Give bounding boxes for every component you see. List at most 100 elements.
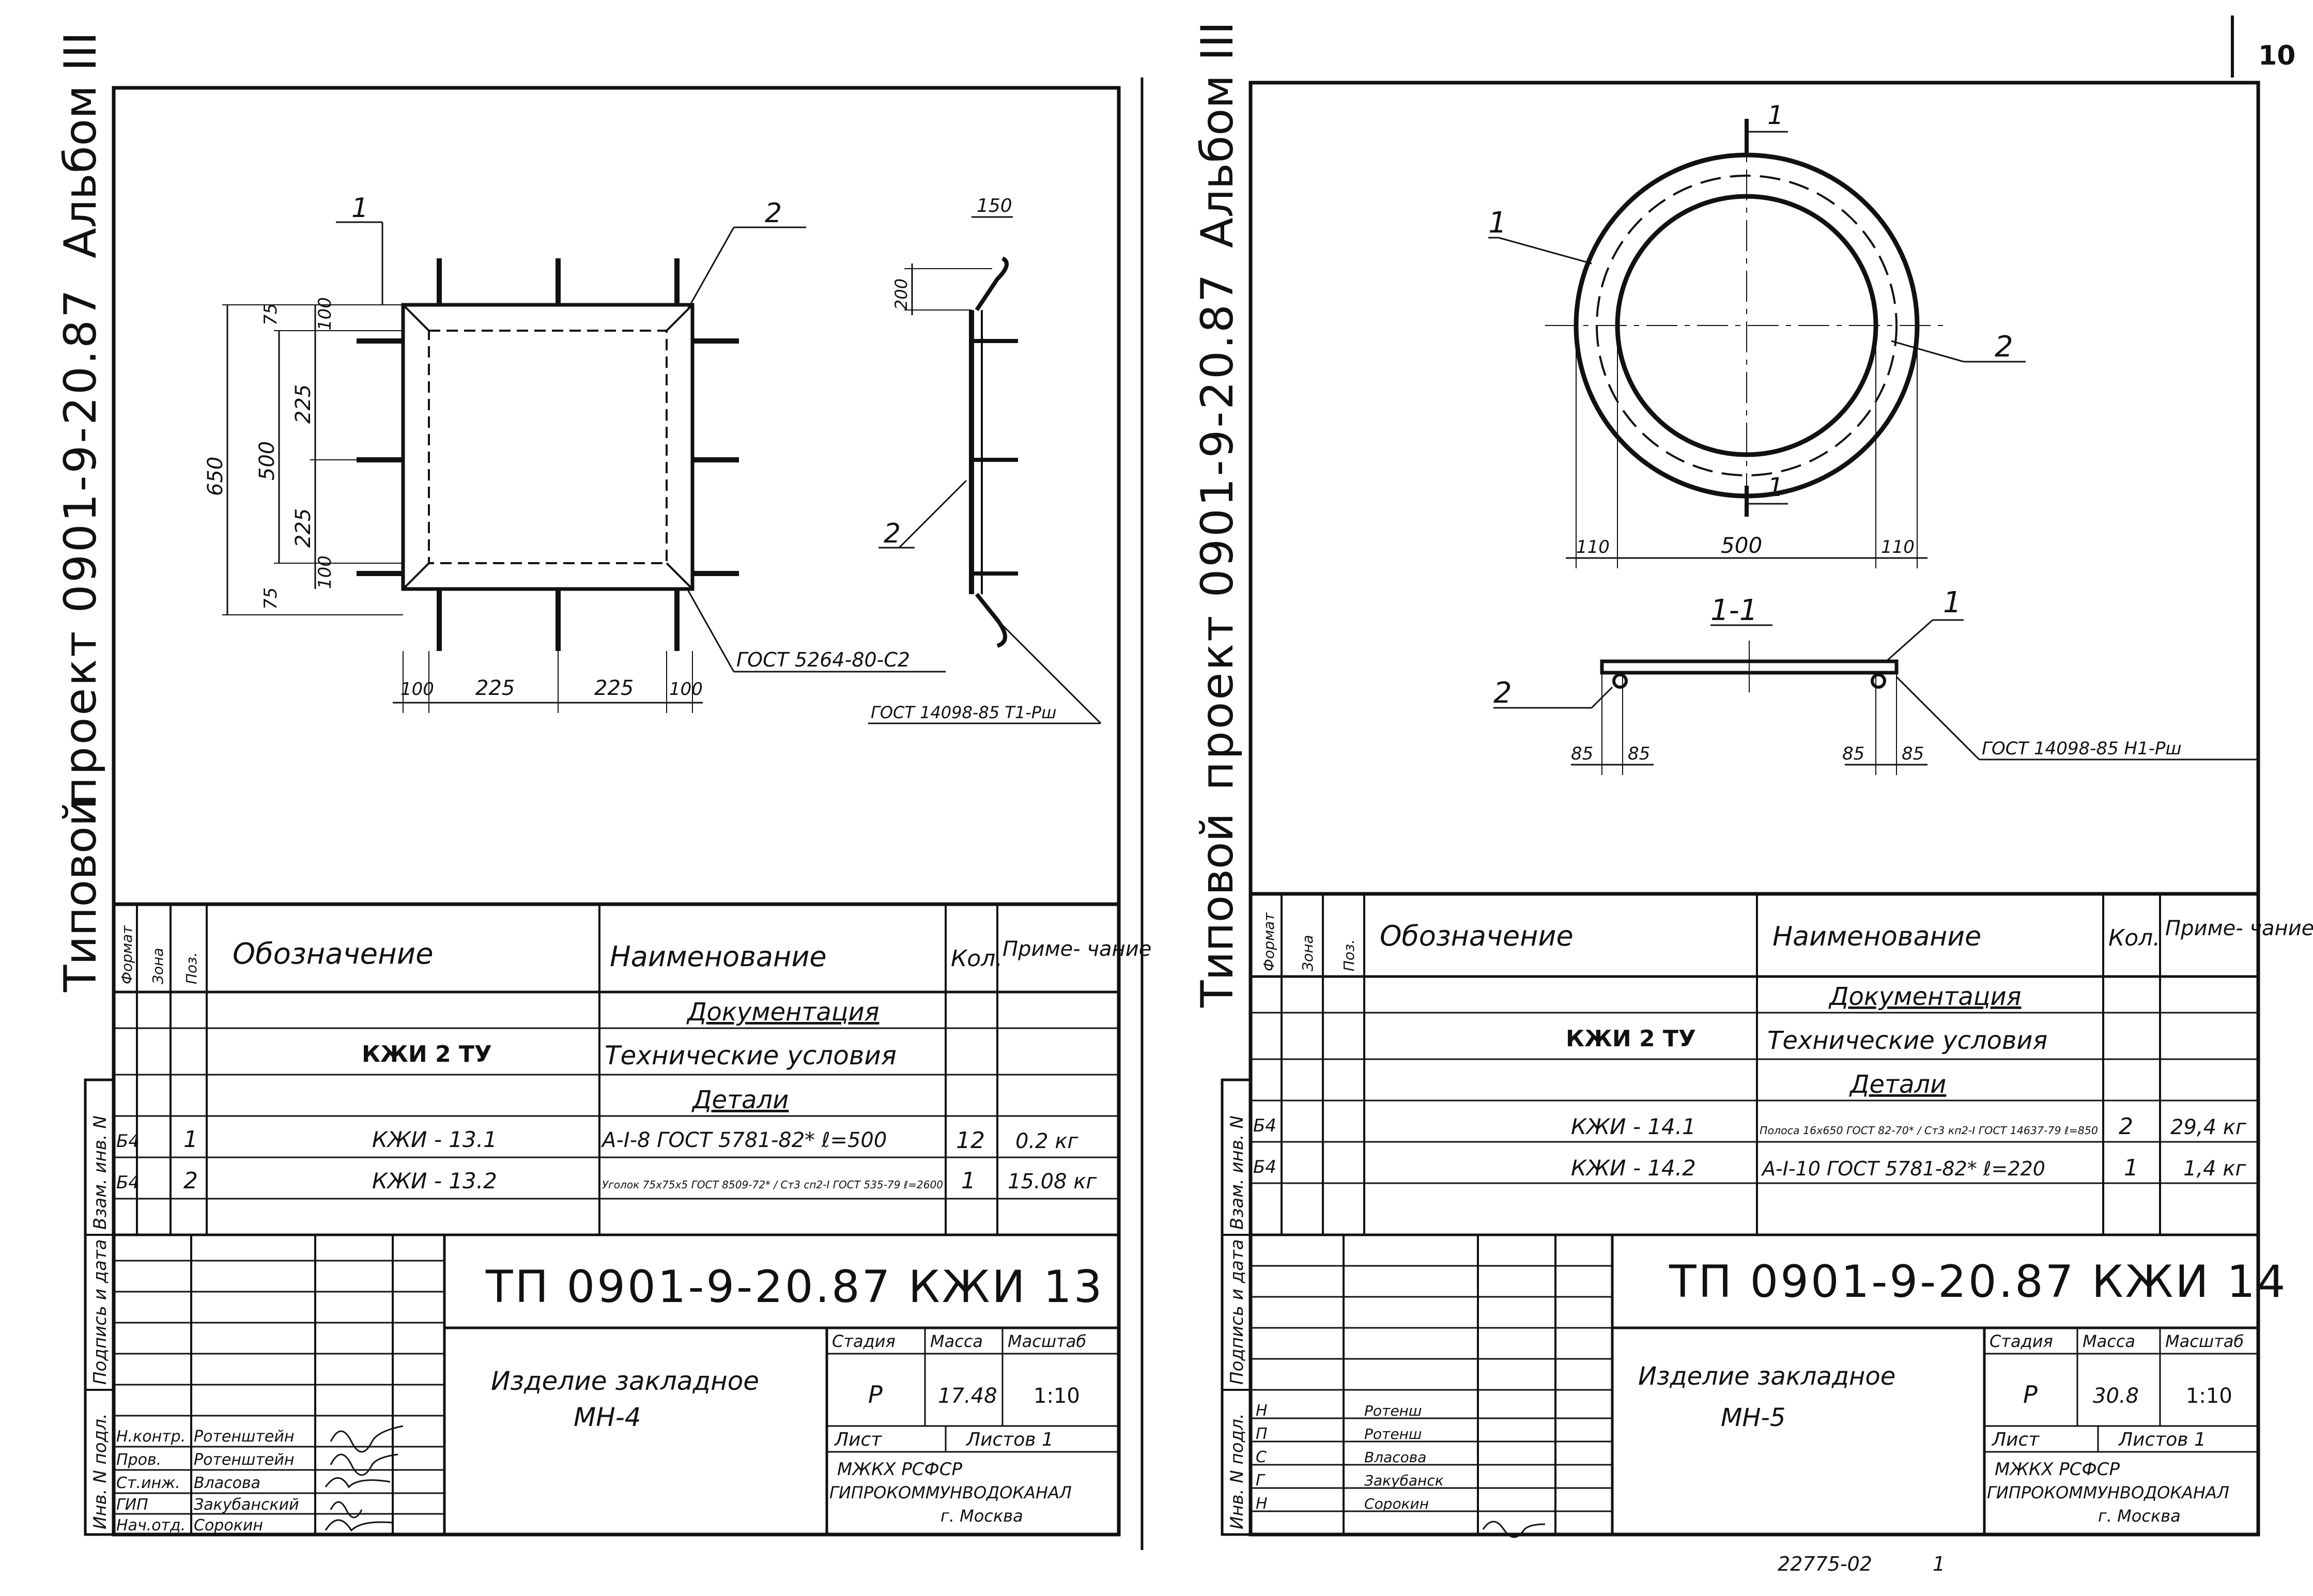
signer-r-name-4: Сорокин	[1364, 1495, 1429, 1512]
signature-mark-r	[1482, 1521, 1546, 1538]
org-r-line3: г. Москва	[2098, 1506, 2181, 1526]
side-title-album-r: Альбом III	[1192, 22, 1243, 248]
callout-2: 2	[765, 198, 782, 229]
title-block-right: ТП 0901-9-20.87 КЖИ 14 Изделие закладное…	[1251, 1235, 2288, 1538]
signer-role-3: ГИП	[116, 1496, 148, 1514]
row-1-name: А-I-8 ГОСТ 5781-82* ℓ=500	[600, 1128, 887, 1152]
signer-name-2: Власова	[194, 1474, 260, 1492]
signer-r-name-2: Власова	[1364, 1449, 1426, 1466]
lbl-r-scale: Масштаб	[2165, 1331, 2244, 1351]
row-2-format: Б4	[116, 1172, 140, 1193]
row-r-2-format: Б4	[1253, 1157, 1276, 1177]
row-1-code: КЖИ - 13.1	[372, 1127, 497, 1152]
lbl-sheets: Листов 1	[965, 1429, 1054, 1450]
sec-dim-85-c: 85	[1842, 743, 1864, 764]
item-name-r-line1: Изделие закладное	[1638, 1362, 1895, 1391]
val-r-mass: 30.8	[2093, 1384, 2139, 1408]
signer-r-name-0: Ротенш	[1364, 1402, 1422, 1419]
section-r-documentation: Документация	[1828, 982, 2022, 1011]
side-stamp-r-2: Подпись и дата	[1227, 1239, 1247, 1385]
dim-b-225-r: 225	[594, 676, 634, 700]
weld-note-h1: ГОСТ 14098-85 Н1-Рш	[1982, 738, 2182, 759]
row-r-1-format: Б4	[1253, 1115, 1276, 1136]
lbl-r-mass: Масса	[2083, 1331, 2135, 1351]
signer-role-0: Н.контр.	[116, 1428, 186, 1446]
row-2-code: КЖИ - 13.2	[372, 1168, 497, 1194]
section-label: 1-1	[1710, 594, 1757, 627]
dim-225-bottom: 225	[291, 508, 315, 548]
dim-75-top: 75	[260, 303, 281, 326]
hdr-r-designation: Обозначение	[1380, 920, 1574, 952]
signer-role-4: Нач.отд.	[116, 1516, 186, 1535]
dim-75-bottom: 75	[260, 587, 281, 610]
lbl-scale: Масштаб	[1008, 1331, 1086, 1351]
val-mass: 17.48	[938, 1384, 997, 1408]
side-stamp-r-3: Инв. N подл.	[1227, 1413, 1247, 1529]
sec-dim-85-d: 85	[1902, 743, 1924, 764]
hdr-r-format: Формат	[1260, 912, 1277, 971]
side-title-typical-r: Типовой	[1192, 813, 1243, 1008]
hdr-pos: Поз.	[183, 952, 200, 984]
signer-r-role-4: Н	[1256, 1495, 1268, 1513]
signature-mark-2	[325, 1477, 391, 1489]
item-name-line1: Изделие закладное	[491, 1366, 759, 1396]
weld-note-c2: ГОСТ 5264-80-С2	[736, 648, 910, 671]
doc-code-r: ТП 0901-9-20.87 КЖИ 14	[1669, 1256, 2288, 1308]
ring-callout-1: 1	[1488, 206, 1507, 240]
section-view-1-1: 1-1 2 1 85 85 85 85 ГОСТ 14098-85 Н1-Рш	[1493, 586, 2258, 775]
dim-side-200: 200	[891, 278, 911, 310]
dim-side-150: 150	[977, 195, 1012, 216]
signer-r-role-2: С	[1256, 1448, 1267, 1466]
section-parts: Детали	[691, 1086, 789, 1114]
row-r-2-note: 1,4 кг	[2183, 1157, 2246, 1181]
signer-r-role-1: П	[1256, 1425, 1268, 1443]
dim-500: 500	[255, 441, 279, 481]
org-r-line2: ГИПРОКОММУНВОДОКАНАЛ	[1987, 1483, 2229, 1502]
sec-dim-85-b: 85	[1628, 743, 1650, 764]
signature-mark-1	[330, 1453, 398, 1476]
dim-b-100-r: 100	[669, 679, 703, 700]
signer-name-1: Ротенштейн	[194, 1451, 295, 1469]
lbl-r-sheets: Листов 1	[2118, 1429, 2206, 1450]
dim-b-100-l: 100	[400, 679, 434, 700]
section-callout-2: 2	[1493, 676, 1512, 710]
org-r-line1: МЖКХ РСФСР	[1995, 1459, 2120, 1480]
row-r-0-name: Технические условия	[1767, 1026, 2047, 1055]
section-r-parts: Детали	[1849, 1070, 1946, 1099]
signature-mark-3	[330, 1501, 363, 1518]
sheet-right: Типовой проект 0901-9-20.87 Альбом III В…	[1192, 22, 2313, 1575]
signer-role-2: Ст.инж.	[116, 1474, 180, 1492]
hdr-r-note: Приме- чание	[2165, 917, 2313, 940]
org-line1: МЖКХ РСФСР	[837, 1459, 962, 1480]
row-2-note: 15.08 кг	[1008, 1170, 1097, 1194]
page-number: 10	[2258, 40, 2295, 71]
side-stamp-3: Инв. N подл.	[90, 1413, 111, 1529]
section-callout-1: 1	[1943, 586, 1962, 619]
row-1-qty: 12	[956, 1127, 985, 1154]
row-r-1-code: КЖИ - 14.1	[1571, 1114, 1696, 1139]
side-title-album: Альбом III	[55, 32, 106, 258]
row-2-qty: 1	[961, 1168, 976, 1194]
ring-dim-110-r: 110	[1881, 537, 1915, 557]
doc-code: ТП 0901-9-20.87 КЖИ 13	[485, 1261, 1104, 1313]
ring-dim-500: 500	[1721, 533, 1762, 558]
hdr-qty: Кол.	[951, 946, 1003, 972]
row-2-pos: 2	[183, 1168, 198, 1194]
row-r-0-code: КЖИ 2 ТУ	[1566, 1026, 1696, 1052]
hdr-r-name: Наименование	[1772, 921, 1981, 952]
title-block-left: ТП 0901-9-20.87 КЖИ 13 Изделие закладное…	[114, 1235, 1119, 1535]
dim-225-top: 225	[291, 384, 315, 424]
val-scale: 1:10	[1034, 1384, 1080, 1408]
row-r-2-qty: 1	[2124, 1155, 2138, 1181]
lbl-mass: Масса	[930, 1331, 983, 1351]
ring-dim-110-l: 110	[1576, 537, 1610, 557]
signer-role-1: Пров.	[116, 1451, 161, 1469]
lbl-r-stage: Стадия	[1990, 1331, 2053, 1351]
sheet-left: Типовой проект 0901-9-20.87 Альбом III В…	[55, 32, 1151, 1537]
row-r-2-name: А-I-10 ГОСТ 5781-82* ℓ=220	[1761, 1157, 2045, 1180]
plan-view-mn4: 650 500 75 225 225 75 100 100 100 225 22…	[204, 193, 946, 713]
callout-2-side: 2	[884, 518, 901, 549]
signer-r-role-0: Н	[1256, 1402, 1268, 1420]
row-0-code: КЖИ 2 ТУ	[362, 1041, 492, 1067]
side-title-typical: Типовой	[55, 798, 106, 993]
